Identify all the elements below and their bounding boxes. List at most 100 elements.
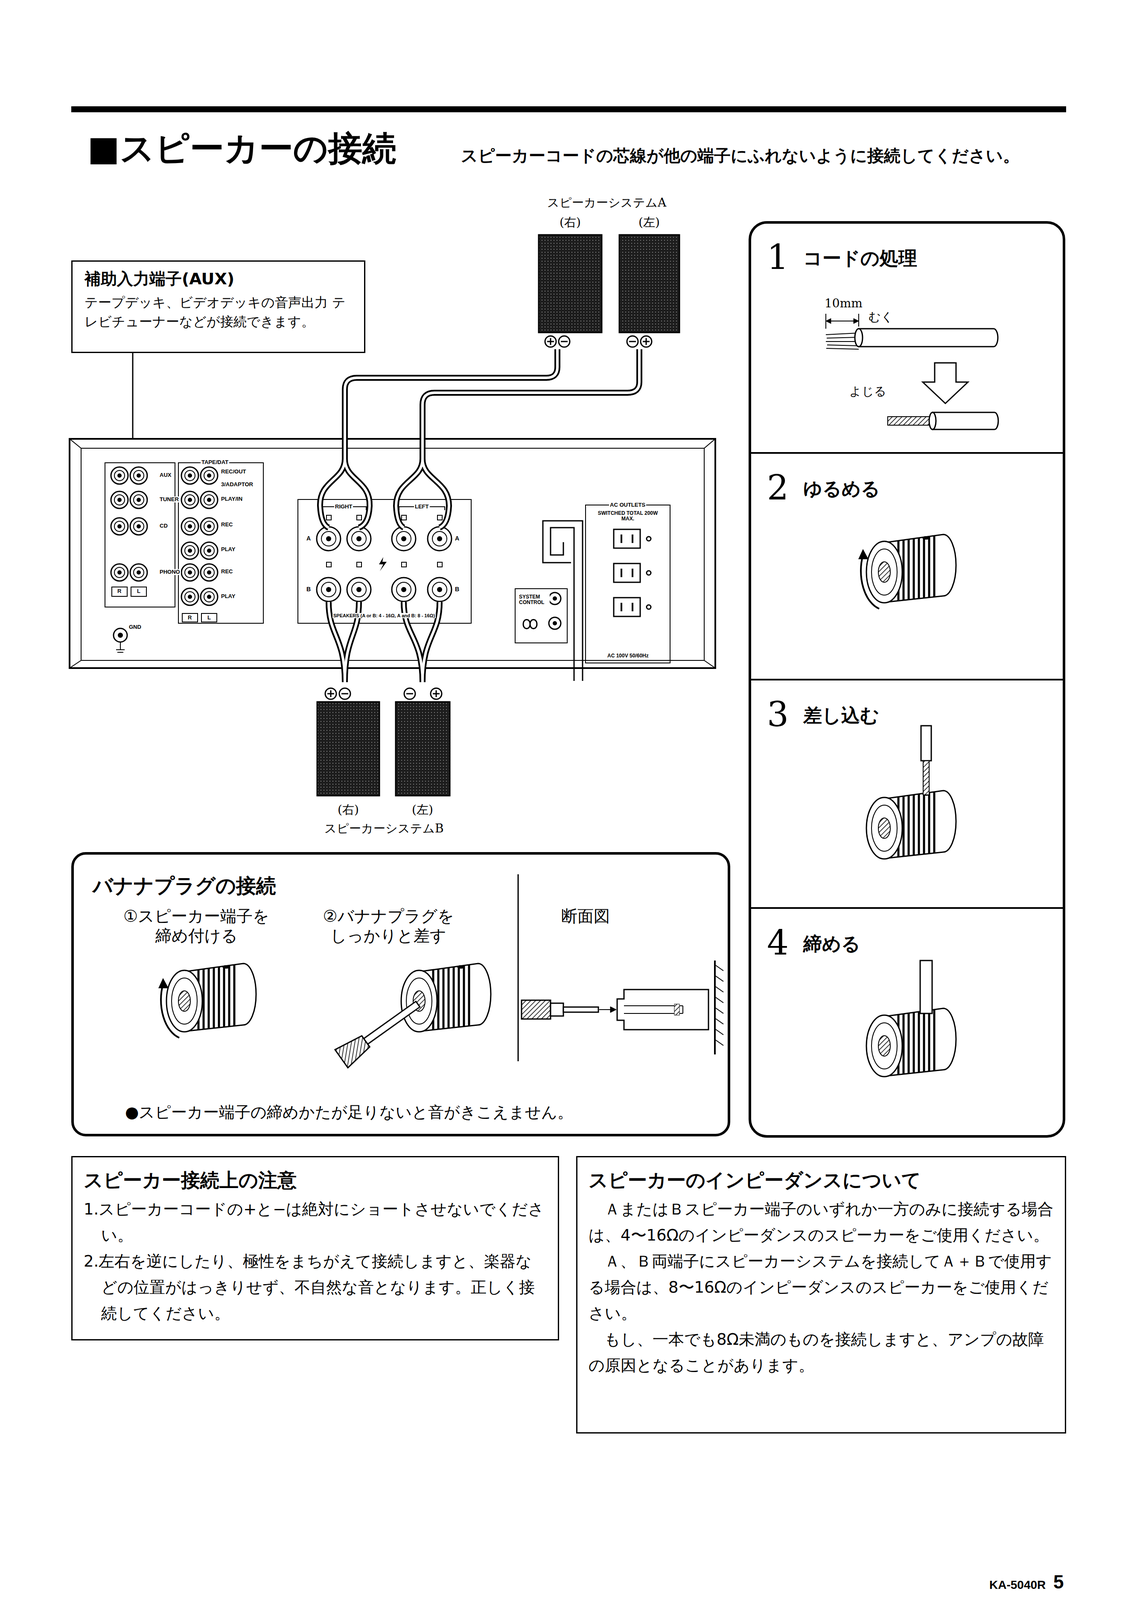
panel-label: SWITCHED TOTAL 200W MAX. <box>594 510 661 522</box>
jack-symbol <box>548 592 561 605</box>
section-drawing <box>521 999 551 1019</box>
wire-illustration <box>921 725 932 761</box>
amplifier-rear-panel <box>201 613 217 622</box>
text-label: スピーカーシステムB <box>324 821 444 836</box>
wire-illustration <box>923 760 930 795</box>
jack-symbol <box>117 632 123 638</box>
panel-label: SYSTEM CONTROL <box>518 594 550 606</box>
step-panel <box>749 222 1064 1137</box>
heading-text: スピーカー接続上の注意 <box>83 1166 547 1194</box>
binding-post <box>866 790 957 859</box>
ac-outlet <box>613 563 641 583</box>
step-band: 4締める <box>749 907 1064 1137</box>
speaker-terminal <box>401 515 407 520</box>
speaker-symbol <box>538 234 602 333</box>
amplifier-rear-panel <box>178 462 264 624</box>
amplifier-rear-panel <box>111 586 128 597</box>
speaker-cable <box>320 349 640 683</box>
amplifier-rear-panel <box>515 588 568 643</box>
binding-post <box>866 1008 957 1077</box>
speaker-symbol <box>317 701 380 796</box>
power-cord <box>550 527 575 681</box>
ac-outlet <box>646 536 651 541</box>
jack-symbol <box>200 466 218 484</box>
step-panel <box>749 222 1064 1137</box>
panel-label: A <box>454 535 461 542</box>
text-label: 断面図 <box>561 906 610 927</box>
speaker-terminal <box>391 577 416 602</box>
speaker-terminal <box>437 515 443 520</box>
jack-symbol <box>130 517 148 535</box>
column-rule <box>517 874 519 1062</box>
section-drawing <box>599 1008 612 1010</box>
binding-post <box>401 963 491 1032</box>
text-label: スピーカーコードの芯線が他の端子にふれないように接続してください。 <box>460 145 1020 167</box>
text-label: (右) <box>337 802 359 817</box>
speaker-symbol <box>430 687 442 700</box>
body-text: ●スピーカー端子の締めかたが足りないと音がきこえません。 <box>92 1101 711 1123</box>
jack-symbol <box>110 517 129 535</box>
panel-label: PHONO <box>158 568 181 575</box>
jack-symbol <box>110 491 129 509</box>
jack-symbol <box>548 617 561 630</box>
speaker-terminal <box>356 562 362 567</box>
wire-illustration <box>825 318 859 324</box>
note-box: スピーカー接続上の注意1.スピーカーコードの+と−は絶対にショートさせないでくだ… <box>71 1155 560 1341</box>
binding-post <box>158 534 957 1077</box>
panel-label: B <box>454 585 461 593</box>
speaker-symbol <box>325 687 337 700</box>
jack-symbol <box>181 517 199 535</box>
speaker-symbol <box>395 701 450 796</box>
amplifier-rear-panel <box>182 613 198 622</box>
ac-outlet <box>613 529 641 549</box>
panel-label: LEFT <box>413 503 430 510</box>
speaker-terminal <box>316 577 341 602</box>
jack-symbol <box>181 491 199 509</box>
jack-symbol <box>116 641 125 653</box>
speaker-cable <box>320 349 640 683</box>
wire-illustration <box>858 328 998 347</box>
section-drawing <box>610 1006 617 1013</box>
step-panel <box>749 906 1064 909</box>
speaker-terminal <box>326 515 443 567</box>
wire-illustration <box>920 960 933 1014</box>
step-band: 2ゆるめる <box>749 452 1064 680</box>
speaker-terminal <box>427 577 452 602</box>
jack-symbol <box>130 491 148 509</box>
panel-label: PLAY <box>220 546 237 553</box>
panel-label: L <box>136 588 142 595</box>
heading-text: 3 <box>766 697 789 732</box>
amplifier-rear-panel <box>69 438 716 668</box>
jack-symbol <box>110 563 129 581</box>
callout-box: 補助入力端子(AUX)テープデッキ、ビデオデッキの音声出力 テレビチューナーなど… <box>71 260 366 353</box>
page-title: ■スピーカーの接続 <box>87 128 397 170</box>
section-drawing <box>623 1005 683 1014</box>
jack-symbol <box>181 563 199 581</box>
wire-illustration <box>929 412 936 430</box>
amplifier-rear-panel <box>69 438 716 668</box>
body-text: コードの処理 <box>803 240 918 268</box>
speaker-cable <box>320 349 640 683</box>
body-text: Ａ、Ｂ両端子にスピーカーシステムを接続してＡ＋Ｂで使用する場合は、8〜16Ωのイ… <box>588 1247 1054 1327</box>
text-label: (左) <box>411 802 434 817</box>
body-text: テープデッキ、ビデオデッキの音声出力 テレビチューナーなどが接続できます。 <box>84 292 353 332</box>
text-label: むく <box>868 309 894 325</box>
amplifier-rear-panel <box>585 504 671 663</box>
panel-label: R <box>116 588 123 595</box>
speaker-symbol <box>545 335 557 347</box>
heading-text: スピーカーのインピーダンスについて <box>588 1166 1054 1194</box>
panel-label: 3/ADAPTOR <box>220 481 254 488</box>
ac-outlet <box>613 597 641 617</box>
speaker-terminal <box>326 562 332 567</box>
wire-illustration <box>922 362 968 404</box>
text-label: 10mm <box>824 296 863 311</box>
panel-label: AUX <box>158 472 172 479</box>
jack-symbol <box>552 620 557 626</box>
wire-illustration <box>825 332 859 350</box>
wire-illustration <box>854 328 863 347</box>
section-drawing <box>550 1002 564 1016</box>
panel-label: TUNER <box>158 496 180 503</box>
speaker-terminal <box>391 526 416 551</box>
panel-label: RIGHT <box>334 503 353 510</box>
